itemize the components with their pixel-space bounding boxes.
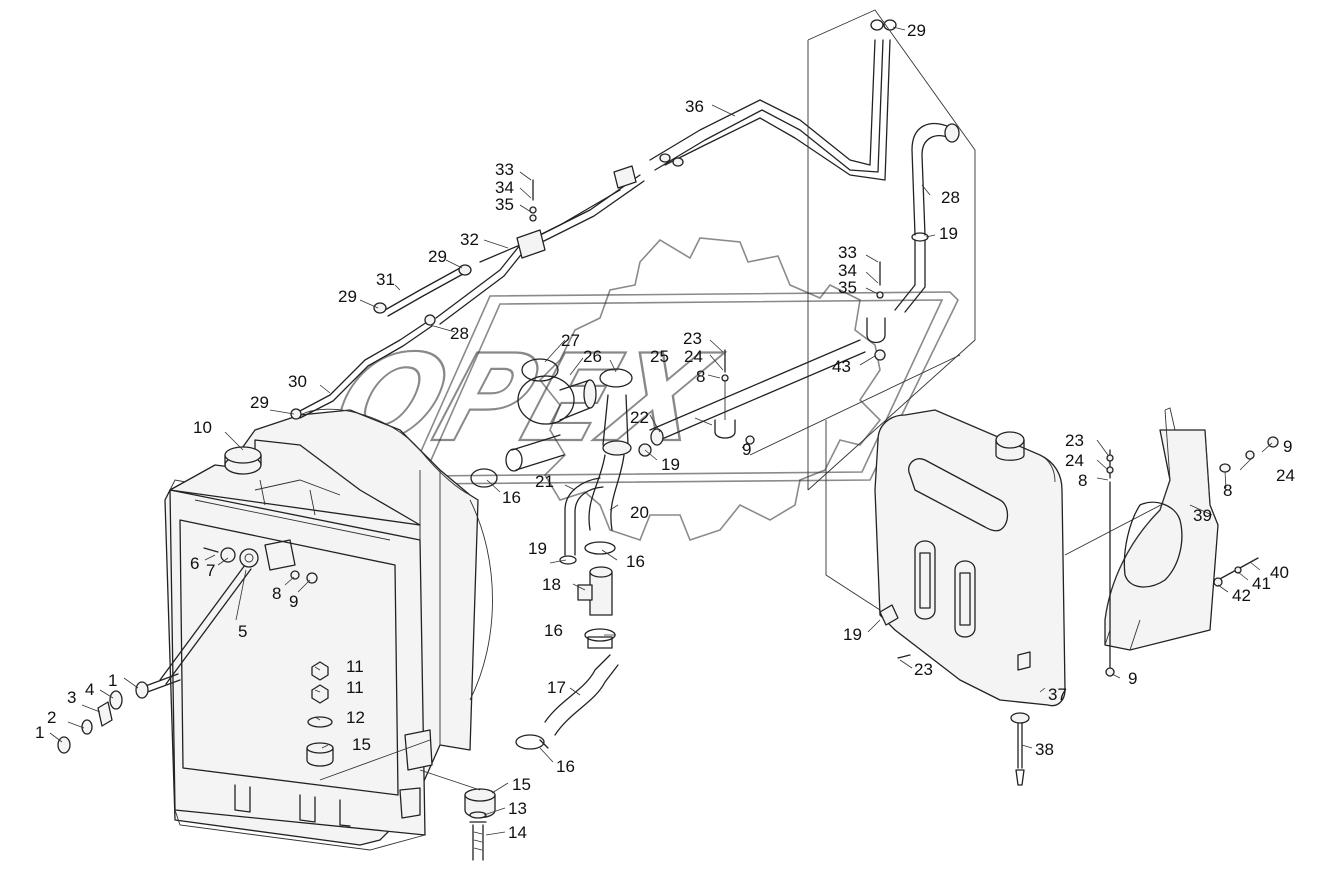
callout-26: 26 bbox=[583, 347, 602, 366]
callout-28a: 28 bbox=[941, 188, 960, 207]
callout-30: 30 bbox=[288, 372, 307, 391]
tank-bracket bbox=[1104, 407, 1279, 677]
callout-16b: 16 bbox=[626, 552, 645, 571]
callout-42: 42 bbox=[1232, 586, 1251, 605]
callout-23c: 23 bbox=[914, 660, 933, 679]
callout-8d: 8 bbox=[1223, 481, 1232, 500]
callout-35a: 35 bbox=[495, 195, 514, 214]
callout-29b: 29 bbox=[428, 247, 447, 266]
callout-31: 31 bbox=[376, 270, 395, 289]
callout-38: 38 bbox=[1035, 740, 1054, 759]
callout-17: 17 bbox=[547, 678, 566, 697]
callout-5: 5 bbox=[238, 622, 247, 641]
coolant-hoses bbox=[470, 123, 960, 750]
callout-3: 3 bbox=[67, 688, 76, 707]
callout-28b: 28 bbox=[450, 324, 469, 343]
callout-23b: 23 bbox=[1065, 431, 1084, 450]
callout-29d: 29 bbox=[250, 393, 269, 412]
callout-6: 6 bbox=[190, 554, 199, 573]
callout-43: 43 bbox=[832, 357, 851, 376]
leader-lines bbox=[49, 26, 1273, 836]
callout-40: 40 bbox=[1270, 563, 1289, 582]
callout-19a: 19 bbox=[528, 539, 547, 558]
callout-16d: 16 bbox=[556, 757, 575, 776]
callout-41: 41 bbox=[1252, 574, 1271, 593]
callout-32: 32 bbox=[460, 230, 479, 249]
callout-24c: 24 bbox=[1276, 466, 1295, 485]
steel-lines bbox=[290, 19, 897, 445]
callout-9d: 9 bbox=[1128, 669, 1137, 688]
callout-2: 2 bbox=[47, 708, 56, 727]
callout-23a: 23 bbox=[683, 329, 702, 348]
callout-24b: 24 bbox=[1065, 451, 1084, 470]
callout-22: 22 bbox=[630, 408, 649, 427]
callout-19c: 19 bbox=[939, 224, 958, 243]
callout-8a: 8 bbox=[272, 584, 281, 603]
radiator-assembly bbox=[57, 408, 496, 861]
callout-1b: 1 bbox=[108, 671, 117, 690]
callout-16a: 16 bbox=[502, 488, 521, 507]
callout-34b: 34 bbox=[838, 261, 857, 280]
callout-29c: 29 bbox=[338, 287, 357, 306]
callout-18: 18 bbox=[542, 575, 561, 594]
expansion-tank bbox=[874, 409, 1066, 786]
callout-14: 14 bbox=[508, 823, 527, 842]
reference-lines bbox=[319, 9, 1181, 791]
callout-20: 20 bbox=[630, 503, 649, 522]
callout-9c: 9 bbox=[1283, 437, 1292, 456]
callout-7: 7 bbox=[206, 561, 215, 580]
callout-34a: 34 bbox=[495, 178, 514, 197]
callout-9a: 9 bbox=[289, 592, 298, 611]
callout-4: 4 bbox=[85, 680, 94, 699]
callout-19b: 19 bbox=[661, 455, 680, 474]
callout-15a: 15 bbox=[352, 735, 371, 754]
callout-labels: 1 1 2 3 4 5 6 7 8 8 8 8 9 9 9 9 10 11 11… bbox=[35, 21, 1295, 842]
callout-21: 21 bbox=[535, 472, 554, 491]
callout-11b: 11 bbox=[346, 678, 364, 697]
callout-16c: 16 bbox=[544, 621, 563, 640]
callout-25: 25 bbox=[650, 347, 669, 366]
callout-37: 37 bbox=[1048, 685, 1067, 704]
callout-39: 39 bbox=[1193, 506, 1212, 525]
callout-27: 27 bbox=[561, 331, 580, 350]
callout-19d: 19 bbox=[843, 625, 862, 644]
callout-9b: 9 bbox=[742, 440, 751, 459]
callout-15b: 15 bbox=[512, 775, 531, 794]
callout-33a: 33 bbox=[495, 160, 514, 179]
callout-10: 10 bbox=[193, 418, 212, 437]
callout-24a: 24 bbox=[684, 347, 703, 366]
callout-8c: 8 bbox=[1078, 471, 1087, 490]
callout-1a: 1 bbox=[35, 723, 44, 742]
callout-13: 13 bbox=[508, 799, 527, 818]
callout-35b: 35 bbox=[838, 278, 857, 297]
callout-11a: 11 bbox=[346, 657, 364, 676]
callout-36: 36 bbox=[685, 97, 704, 116]
callout-12: 12 bbox=[346, 708, 365, 727]
callout-33b: 33 bbox=[838, 243, 857, 262]
callout-29a: 29 bbox=[907, 21, 926, 40]
callout-8b: 8 bbox=[696, 367, 705, 386]
